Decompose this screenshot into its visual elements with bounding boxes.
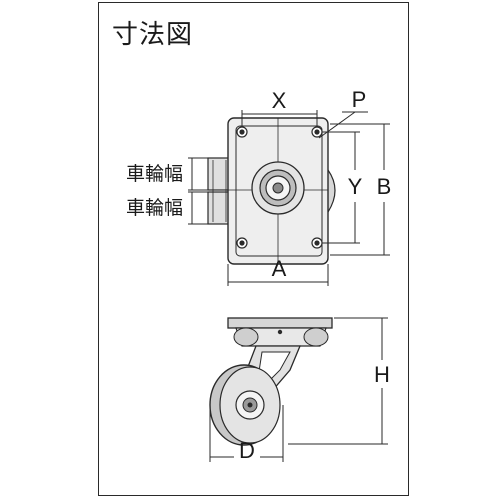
dimension-a-label: A <box>272 256 287 281</box>
wheel-width-label-1: 車輪幅 <box>126 163 183 185</box>
dimension-d <box>209 405 284 462</box>
bolt-holes <box>236 126 323 249</box>
wheel-right-arc <box>327 169 336 213</box>
dimension-p-label: P <box>352 87 367 112</box>
wheel-left-upper-box <box>207 157 231 191</box>
dimension-y <box>322 131 360 244</box>
dimension-p-leader <box>318 111 368 139</box>
figure-title: 寸法図 <box>112 20 194 50</box>
dimension-b <box>330 123 390 256</box>
wheel-width-label-2: 車輪幅 <box>126 197 183 219</box>
dimension-b-label: B <box>377 174 392 199</box>
dimension-x <box>241 110 318 126</box>
dimension-wheel-width <box>188 157 208 225</box>
dimension-h <box>288 317 388 445</box>
wheel-left-lower-box <box>207 191 231 225</box>
side-wheel <box>209 364 281 446</box>
side-top-plate <box>227 317 333 329</box>
dimension-a <box>227 264 329 286</box>
dimension-x-label: X <box>272 88 287 113</box>
dimension-y-label: Y <box>348 174 363 199</box>
swivel-center <box>251 161 305 215</box>
top-plate-inner <box>235 125 323 257</box>
top-view: X P Y B A <box>126 87 391 286</box>
dimension-d-label: D <box>239 438 255 463</box>
side-view: H D <box>209 317 390 463</box>
dimension-h-label: H <box>374 362 390 387</box>
